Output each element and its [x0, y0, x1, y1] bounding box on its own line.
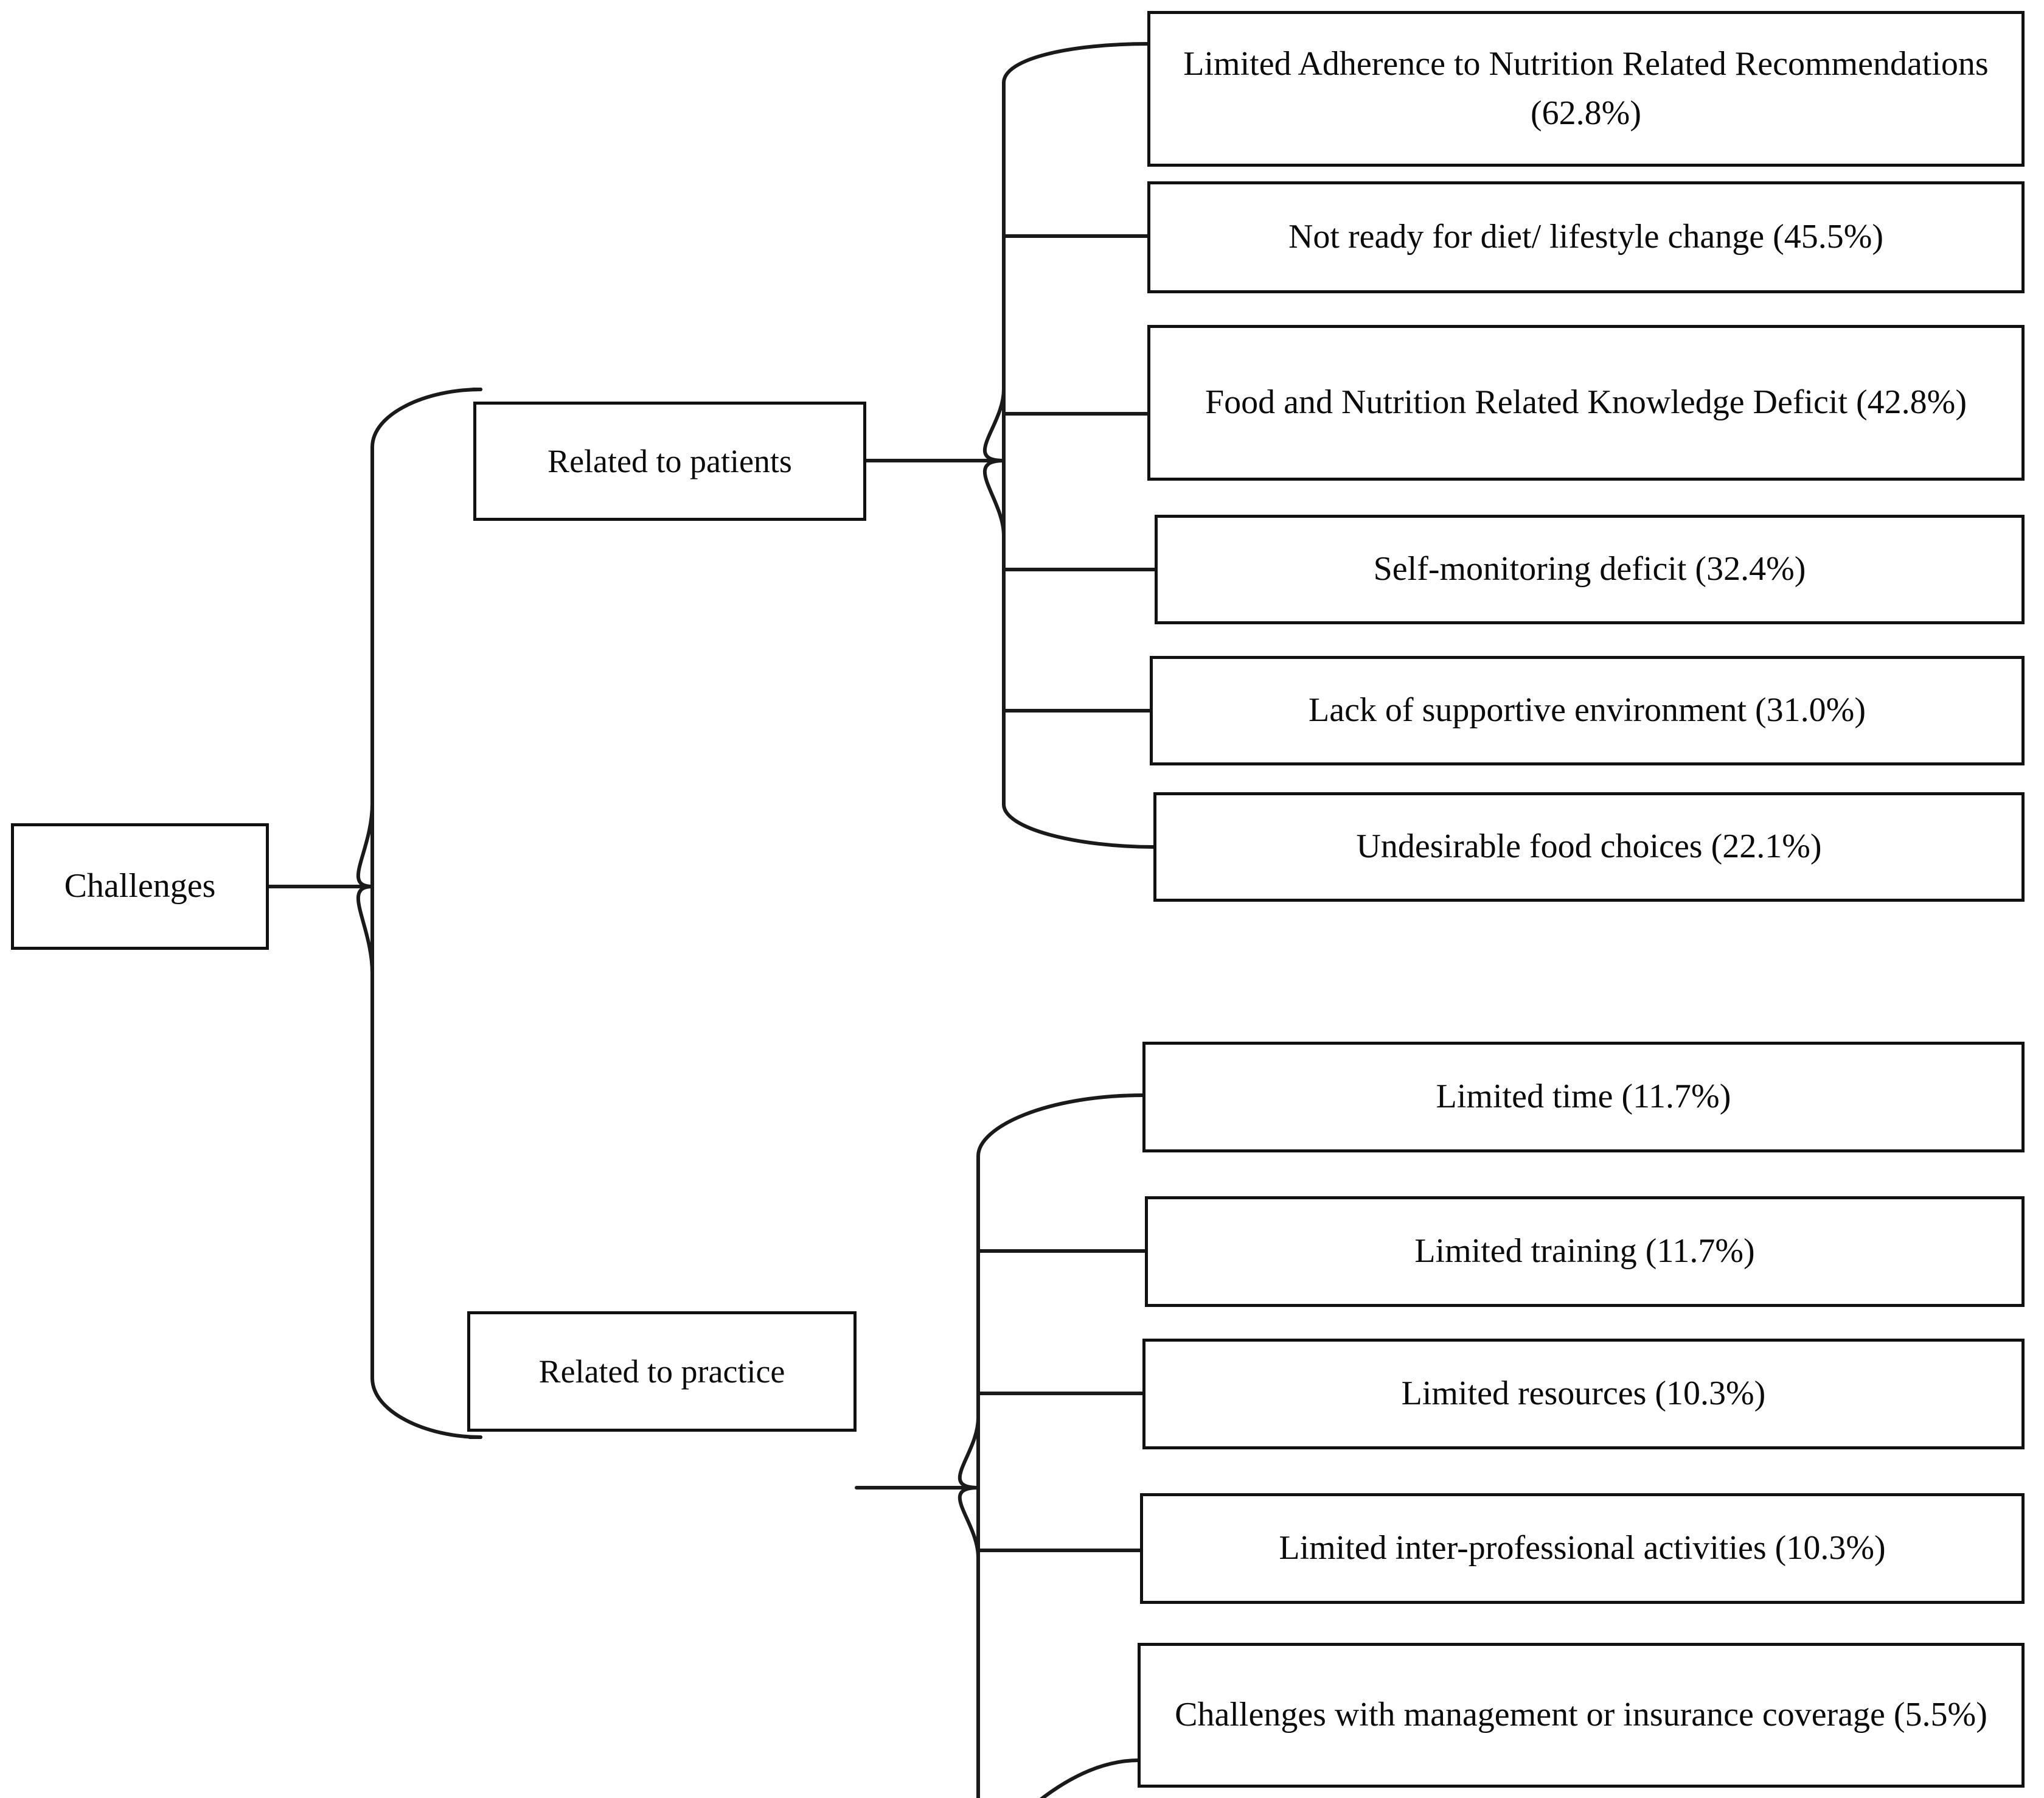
root-branch-to-patients [370, 388, 482, 449]
leaf-self-monitoring-deficit-label: Self-monitoring deficit (32.4%) [1373, 550, 1806, 588]
leaf-management-insurance-challenges[interactable]: Challenges with management or insurance … [1138, 1643, 2025, 1788]
leaf-limited-interprofessional-activities[interactable]: Limited inter-professional activities (1… [1140, 1493, 2025, 1604]
leaf-limited-resources[interactable]: Limited resources (10.3%) [1142, 1339, 2025, 1449]
node-branch-related-to-practice-label: Related to practice [538, 1353, 785, 1390]
practice-junction-lower-curve [958, 1486, 980, 1559]
leaf-not-ready-for-change[interactable]: Not ready for diet/ lifestyle change (45… [1147, 181, 2025, 293]
patients-branch-6 [1002, 803, 1156, 849]
leaf-knowledge-deficit-label: Food and Nutrition Related Knowledge Def… [1205, 383, 1967, 422]
node-branch-related-to-practice[interactable]: Related to practice [467, 1311, 857, 1432]
leaf-undesirable-food-choices-label: Undesirable food choices (22.1%) [1356, 828, 1822, 866]
leaf-limited-time-label: Limited time (11.7%) [1436, 1078, 1731, 1116]
leaf-limited-adherence[interactable]: Limited Adherence to Nutrition Related R… [1147, 11, 2025, 167]
leaf-limited-interprofessional-activities-label: Limited inter-professional activities (1… [1279, 1529, 1886, 1567]
leaf-management-insurance-challenges-label: Challenges with management or insurance … [1175, 1696, 1987, 1734]
practice-branch-1 [976, 1093, 1145, 1158]
root-junction-lower-curve [356, 885, 374, 975]
patients-junction-lower-curve [982, 459, 1006, 537]
leaf-not-ready-for-change-label: Not ready for diet/ lifestyle change (45… [1288, 218, 1884, 256]
node-root-challenges[interactable]: Challenges [11, 823, 269, 950]
leaf-limited-training-label: Limited training (11.7%) [1414, 1232, 1755, 1270]
leaf-limited-adherence-label: Limited Adherence to Nutrition Related R… [1183, 44, 1989, 132]
leaf-undesirable-food-choices[interactable]: Undesirable food choices (22.1%) [1153, 792, 2025, 902]
leaf-limited-resources-label: Limited resources (10.3%) [1401, 1375, 1766, 1413]
root-branch-to-practice [370, 1376, 482, 1439]
patients-junction-upper-curve [982, 388, 1006, 462]
node-branch-related-to-patients-label: Related to patients [548, 442, 792, 479]
leaf-lack-supportive-environment-label: Lack of supportive environment (31.0%) [1309, 691, 1866, 730]
leaf-limited-training[interactable]: Limited training (11.7%) [1145, 1196, 2025, 1307]
node-root-challenges-label: Challenges [64, 867, 216, 905]
patients-branch-1 [1002, 42, 1150, 85]
leaf-knowledge-deficit[interactable]: Food and Nutrition Related Knowledge Def… [1147, 325, 2025, 481]
leaf-limited-time[interactable]: Limited time (11.7%) [1142, 1042, 2025, 1152]
practice-junction-upper-curve [958, 1416, 980, 1490]
leaf-lack-supportive-environment[interactable]: Lack of supportive environment (31.0%) [1150, 656, 2025, 765]
root-junction-upper-curve [356, 801, 374, 888]
practice-branch-5 [1040, 1758, 1141, 1798]
leaf-self-monitoring-deficit[interactable]: Self-monitoring deficit (32.4%) [1155, 515, 2025, 624]
node-branch-related-to-patients[interactable]: Related to patients [473, 402, 866, 521]
